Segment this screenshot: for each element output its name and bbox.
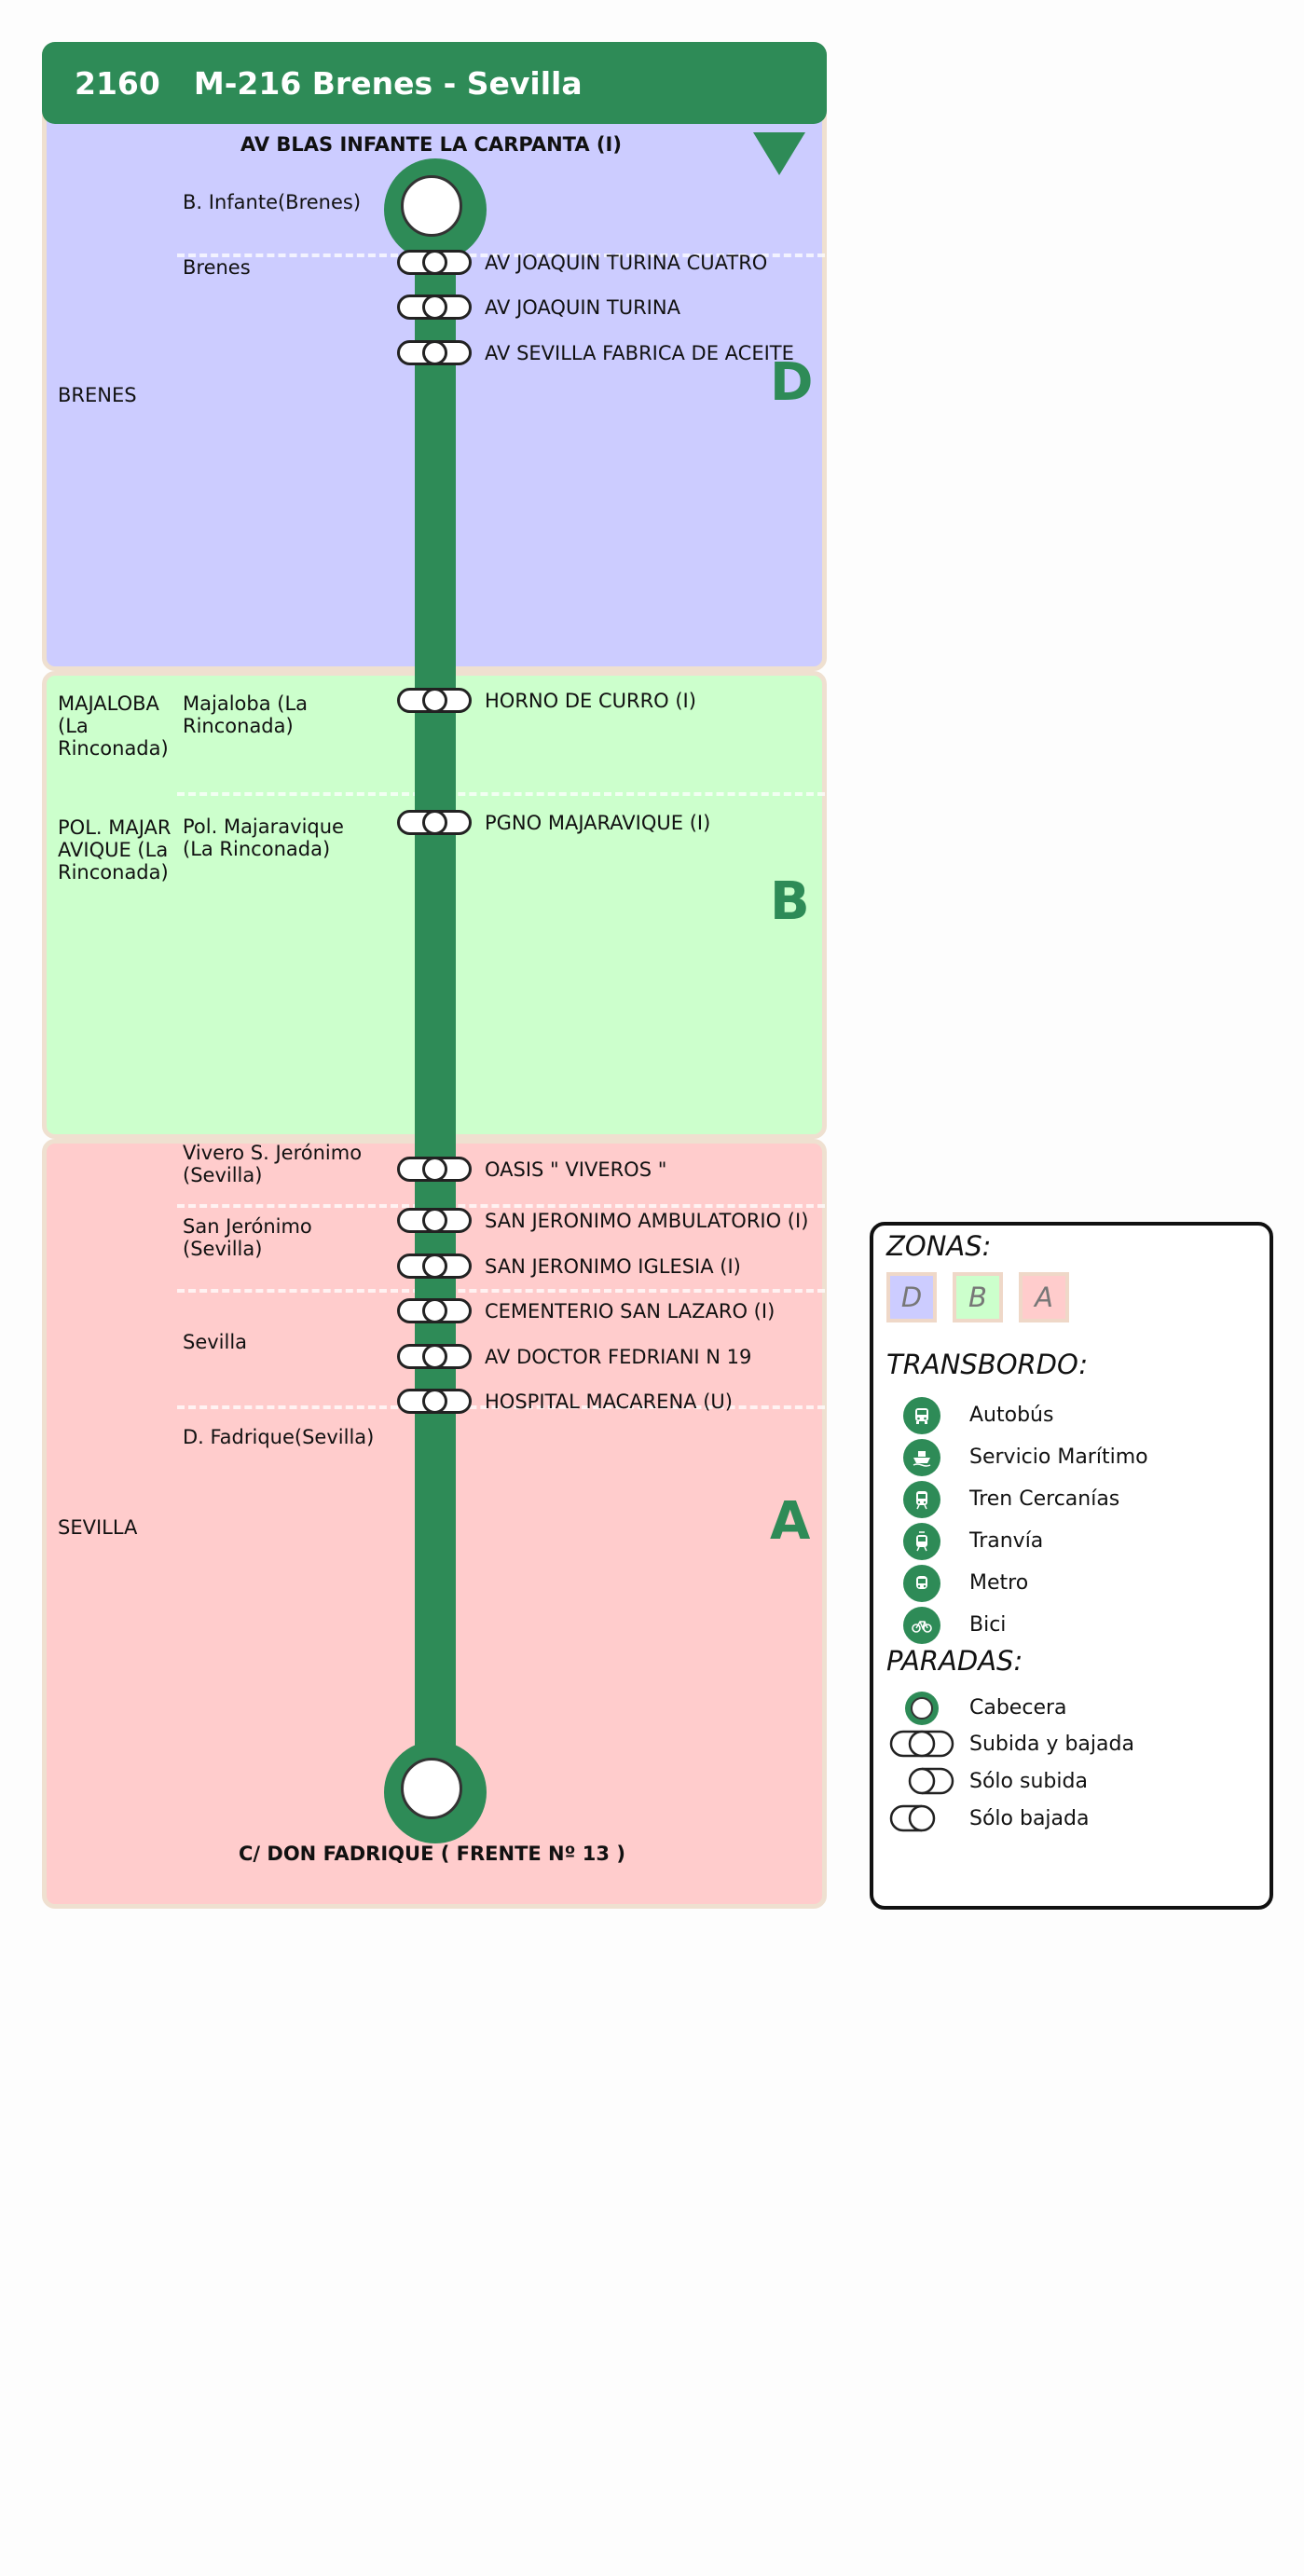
stop-marker: [397, 1389, 472, 1414]
legend-zone-b-chip: B: [953, 1272, 1003, 1322]
area-separator: [177, 253, 825, 257]
stop-marker: [397, 688, 472, 713]
train-icon: [903, 1481, 940, 1518]
legend-transbordo-label: Tranvía: [969, 1529, 1044, 1553]
zone-letter-d: D: [770, 352, 814, 413]
stop-marker: [397, 1254, 472, 1279]
legend-box: [870, 1222, 1273, 1910]
route-header: 2160 M-216 Brenes - Sevilla: [42, 42, 827, 124]
stop-label: AV JOAQUIN TURINA CUATRO: [485, 252, 768, 274]
start-cabecera-marker: [384, 158, 487, 261]
municipality-label: MAJALOBA (La Rinconada): [58, 692, 169, 760]
area-label: Pol. Majaravique (La Rinconada): [183, 815, 344, 860]
route-line: [415, 209, 456, 1791]
municipality-label: BRENES: [58, 384, 137, 406]
bus-icon: [903, 1397, 940, 1434]
municipality-label: POL. MAJARAVIQUE (La Rinconada): [58, 816, 172, 884]
stop-marker: [397, 340, 472, 365]
legend-transbordo-label: Autobús: [969, 1404, 1054, 1427]
solo-subida-legend-icon: [908, 1767, 954, 1795]
stop-marker: [397, 1157, 472, 1182]
stop-label: CEMENTERIO SAN LAZARO (I): [485, 1300, 776, 1322]
legend-parada-label: Cabecera: [969, 1696, 1067, 1720]
stop-label: HORNO DE CURRO (I): [485, 690, 696, 712]
ship-icon: [903, 1439, 940, 1476]
legend-transbordo-label: Bici: [969, 1613, 1007, 1637]
stop-marker: [397, 250, 472, 275]
area-separator: [177, 1204, 825, 1208]
end-terminal-label: C/ DON FADRIQUE ( FRENTE Nº 13 ): [239, 1843, 625, 1865]
area-label: Vivero S. Jerónimo (Sevilla): [183, 1142, 363, 1186]
metro-icon: [903, 1565, 940, 1602]
legend-transbordo-label: Tren Cercanías: [969, 1487, 1120, 1511]
solo-bajada-legend-icon: [889, 1804, 936, 1832]
legend-zone-d-chip: D: [886, 1272, 937, 1322]
stop-marker: [397, 1208, 472, 1233]
area-separator: [177, 792, 825, 796]
area-label: B. Infante(Brenes): [183, 191, 362, 213]
stop-label: OASIS " VIVEROS ": [485, 1158, 667, 1181]
zone-letter-b: B: [770, 871, 810, 932]
stop-marker: [397, 1298, 472, 1323]
route-number: 2160: [75, 64, 160, 102]
end-cabecera-marker: [384, 1741, 487, 1843]
legend-parada-label: Sólo subida: [969, 1770, 1088, 1793]
area-label: D. Fadrique(Sevilla): [183, 1426, 375, 1448]
tram-icon: [903, 1523, 940, 1560]
legend-parada-label: Sólo bajada: [969, 1807, 1090, 1830]
municipality-label: SEVILLA: [58, 1516, 138, 1539]
stop-label: AV DOCTOR FEDRIANI N 19: [485, 1346, 752, 1368]
legend-zone-a-chip: A: [1019, 1272, 1069, 1322]
legend-transbordo-title: TRANSBORDO:: [886, 1349, 1089, 1380]
area-label: Majaloba (La Rinconada): [183, 692, 309, 737]
stop-label: AV JOAQUIN TURINA: [485, 296, 680, 319]
stop-label: SAN JERONIMO AMBULATORIO (I): [485, 1210, 809, 1232]
stop-marker: [397, 295, 472, 320]
direction-arrow-icon: [753, 132, 805, 175]
area-label: San Jerónimo (Sevilla): [183, 1215, 312, 1260]
stop-label: HOSPITAL MACARENA (U): [485, 1391, 733, 1413]
area-label: Brenes: [183, 256, 251, 279]
area-separator: [177, 1405, 825, 1409]
legend-transbordo-label: Metro: [969, 1571, 1029, 1595]
zone-letter-a: A: [770, 1491, 811, 1552]
stop-label: AV SEVILLA FABRICA DE ACEITE: [485, 342, 794, 364]
legend-paradas-title: PARADAS:: [886, 1645, 1023, 1677]
stop-label: SAN JERONIMO IGLESIA (I): [485, 1255, 741, 1278]
legend-zonas-title: ZONAS:: [886, 1230, 992, 1262]
subida-bajada-legend-icon: [889, 1730, 954, 1758]
area-label: Sevilla: [183, 1331, 248, 1353]
route-title: M-216 Brenes - Sevilla: [193, 64, 583, 102]
stop-marker: [397, 810, 472, 835]
area-separator: [177, 1289, 825, 1293]
legend-transbordo-label: Servicio Marítimo: [969, 1446, 1148, 1469]
stop-marker: [397, 1344, 472, 1369]
stop-label: PGNO MAJARAVIQUE (I): [485, 812, 711, 834]
cabecera-legend-icon: [905, 1692, 939, 1725]
bike-icon: [903, 1607, 940, 1644]
start-terminal-label: AV BLAS INFANTE LA CARPANTA (I): [240, 133, 622, 156]
legend-parada-label: Subida y bajada: [969, 1733, 1134, 1756]
